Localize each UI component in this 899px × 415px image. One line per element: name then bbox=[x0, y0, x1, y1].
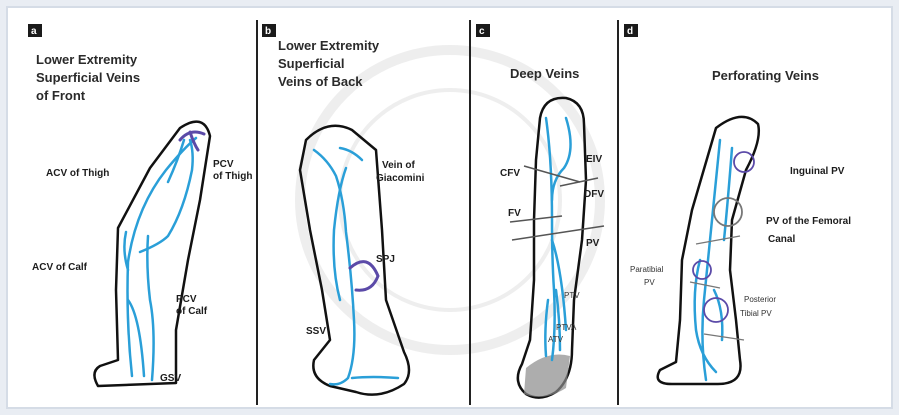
label-pcv-calf-line-1: PCV bbox=[176, 294, 197, 305]
label-pcv-thigh-line-1: PCV bbox=[213, 159, 234, 170]
panel-tag-a: a bbox=[28, 24, 42, 37]
svg-text:d: d bbox=[627, 26, 633, 37]
perforating-veins bbox=[695, 140, 732, 380]
label-ssv: SSV bbox=[306, 326, 326, 337]
label-eiv: EIV bbox=[586, 154, 602, 165]
panel-tag-c: c bbox=[476, 24, 490, 37]
svg-text:a: a bbox=[31, 26, 37, 37]
label-fv: FV bbox=[508, 208, 521, 219]
label-acv-thigh: ACV of Thigh bbox=[46, 168, 109, 179]
label-acv-calf: ACV of Calf bbox=[32, 262, 88, 273]
panel-b-title-line-1: Lower Extremity bbox=[278, 38, 380, 53]
panel-c-title: Deep Veins bbox=[510, 66, 579, 81]
panel-tag-d: d bbox=[624, 24, 638, 37]
label-posterior-tibial-pv-line-2: Tibial PV bbox=[740, 309, 772, 318]
panel-a-title-line-3: of Front bbox=[36, 88, 86, 103]
label-pcv-thigh-line-2: of Thigh bbox=[213, 171, 252, 182]
panel-b-title-line-2: Superficial bbox=[278, 56, 344, 71]
label-posterior-tibial-pv-line-1: Posterior bbox=[744, 295, 776, 304]
label-pv-femoral-canal-line-2: Canal bbox=[768, 234, 795, 245]
panel-d: d Perforating Veins Inguinal P bbox=[624, 24, 851, 384]
label-pv-femoral-canal-line-1: PV of the Femoral bbox=[766, 216, 851, 227]
label-ptv: PTV bbox=[564, 291, 580, 300]
label-cfv: CFV bbox=[500, 168, 520, 179]
superficial-veins-front bbox=[124, 138, 196, 380]
label-inguinal-pv: Inguinal PV bbox=[790, 166, 845, 177]
label-ptva: PTVA bbox=[556, 323, 577, 332]
panel-tag-b: b bbox=[262, 24, 276, 37]
label-vein-of-giacomini-line-2: Giacomini bbox=[376, 173, 425, 184]
label-spj: SPJ bbox=[376, 254, 395, 265]
label-pcv-calf-line-2: of Calf bbox=[176, 306, 208, 317]
label-pv: PV bbox=[586, 238, 600, 249]
panel-a: a Lower Extremity Superficial Veins of F… bbox=[28, 24, 252, 386]
svg-text:b: b bbox=[265, 26, 271, 37]
panel-b-title-line-3: Veins of Back bbox=[278, 74, 363, 89]
label-vein-of-giacomini-line-1: Vein of bbox=[382, 160, 415, 171]
panel-d-title: Perforating Veins bbox=[712, 68, 819, 83]
foot-shadow-deep bbox=[524, 355, 570, 397]
panel-a-title-line-2: Superficial Veins bbox=[36, 70, 140, 85]
label-atv: ATV bbox=[548, 335, 564, 344]
panel-a-title-line-1: Lower Extremity bbox=[36, 52, 138, 67]
svg-text:c: c bbox=[479, 26, 485, 37]
label-dfv: DFV bbox=[584, 189, 604, 200]
panel-b: b Lower Extremity Superficial Veins of B… bbox=[262, 24, 425, 395]
label-gsv: GSV bbox=[160, 373, 181, 384]
label-paratibial-pv-line-2: PV bbox=[644, 278, 655, 287]
label-paratibial-pv-line-1: Paratibial bbox=[630, 265, 664, 274]
